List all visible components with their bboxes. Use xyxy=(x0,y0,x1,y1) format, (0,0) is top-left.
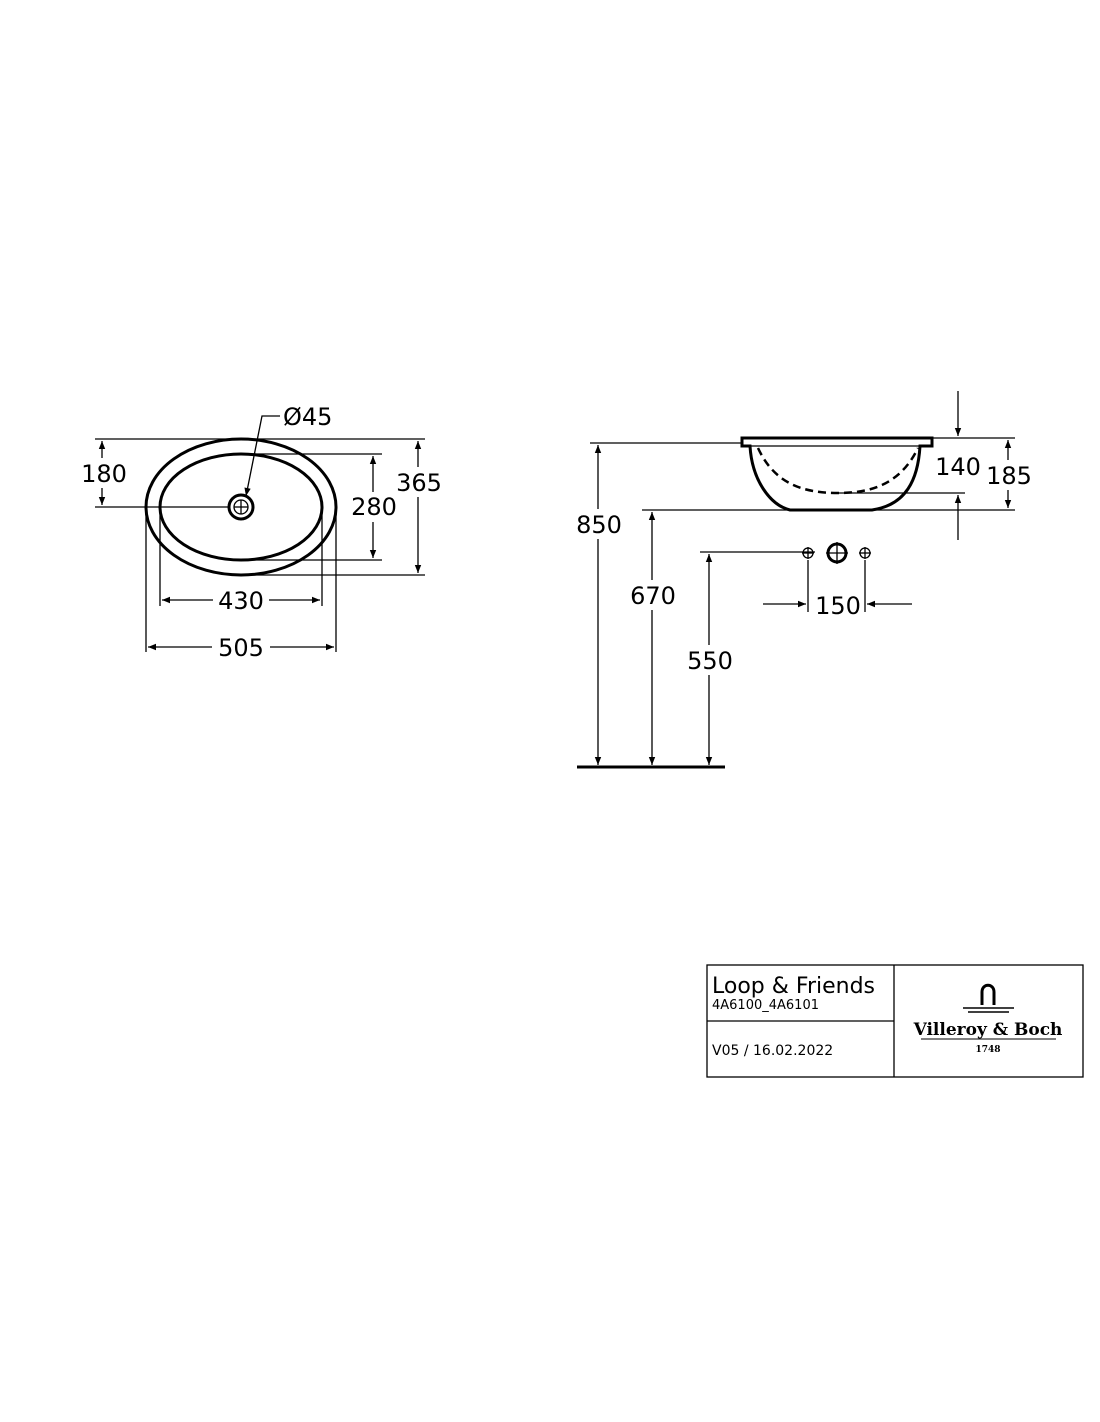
dim-bottom-height: 670 xyxy=(630,582,676,610)
product-name: Loop & Friends xyxy=(712,974,875,999)
outlet-right-icon xyxy=(859,547,871,559)
faucet-icon xyxy=(980,983,996,1005)
dim-width-outer: 505 xyxy=(218,634,264,662)
outlet-center-icon xyxy=(826,542,848,564)
brand-name: Villeroy & Boch xyxy=(913,1020,1063,1040)
outlet-left-icon xyxy=(802,547,814,559)
drain-outer-icon xyxy=(227,493,255,521)
dim-total-height: 185 xyxy=(986,462,1032,490)
basin-profile xyxy=(740,436,934,512)
dim-drain-diameter: Ø45 xyxy=(283,403,332,431)
dim-outlet-height: 550 xyxy=(687,647,733,675)
dim-outlet-spacing: 150 xyxy=(815,592,861,620)
brand-logo: Villeroy & Boch 1748 xyxy=(913,983,1063,1055)
dim-bowl-depth: 140 xyxy=(935,453,981,481)
article-numbers: 4A6100_4A6101 xyxy=(712,998,819,1013)
title-block: Loop & Friends 4A6100_4A6101 V05 / 16.02… xyxy=(706,964,1084,1078)
bowl-hidden-line xyxy=(756,447,920,495)
brand-year: 1748 xyxy=(975,1045,1000,1055)
dim-rim-height: 850 xyxy=(576,511,622,539)
version-date: V05 / 16.02.2022 xyxy=(712,1043,833,1059)
top-view: 180 280 365 430 505 Ø45 xyxy=(80,403,442,662)
dim-drain-offset: 180 xyxy=(81,460,127,488)
dim-width-inner: 430 xyxy=(218,587,264,615)
dim-depth-outer: 365 xyxy=(396,469,442,497)
dim-depth-inner: 280 xyxy=(351,493,397,521)
side-view: 850 670 550 150 xyxy=(576,391,1032,769)
